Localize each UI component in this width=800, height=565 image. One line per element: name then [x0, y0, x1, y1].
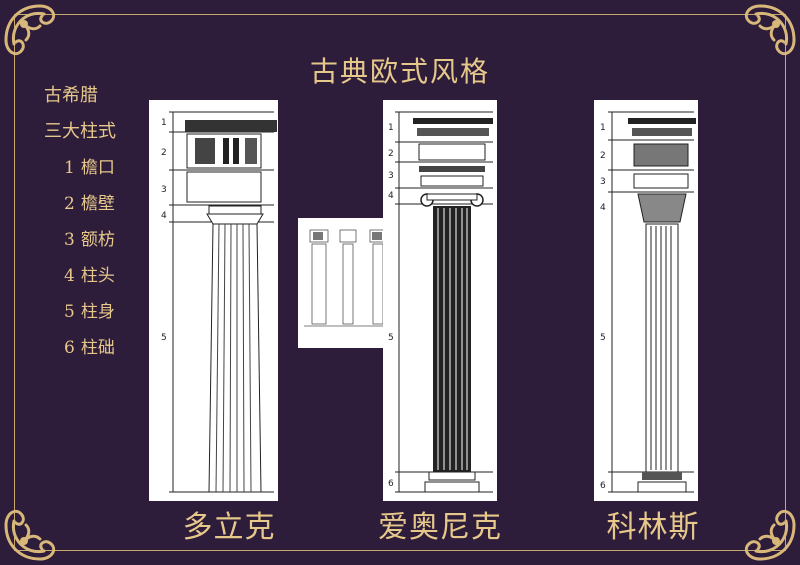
doric-column-drawing: 1 2 3 4 5 [149, 100, 278, 501]
svg-text:2: 2 [161, 148, 167, 158]
svg-text:4: 4 [161, 211, 167, 221]
svg-text:5: 5 [161, 333, 167, 343]
svg-text:1: 1 [600, 123, 606, 133]
caption-doric: 多立克 [182, 510, 276, 545]
svg-text:1: 1 [388, 123, 394, 133]
svg-text:1: 1 [161, 118, 167, 128]
svg-text:4: 4 [600, 203, 606, 213]
caption-corinthian: 科林斯 [606, 510, 700, 545]
legend-heading-1: 古希腊 [44, 85, 98, 106]
svg-text:3: 3 [600, 177, 606, 187]
svg-text:6: 6 [388, 479, 394, 489]
corinthian-column-drawing: 1 2 3 4 5 6 [594, 100, 698, 501]
svg-text:3: 3 [161, 185, 167, 195]
svg-text:5: 5 [600, 333, 606, 343]
ornament-corner-icon [720, 485, 800, 565]
ornament-corner-icon [0, 0, 80, 80]
svg-text:4: 4 [388, 191, 394, 201]
ornament-corner-icon [0, 485, 80, 565]
caption-ionic: 爱奥尼克 [378, 510, 502, 545]
ionic-column-drawing: 1 2 3 4 5 6 [383, 100, 497, 501]
svg-text:3: 3 [388, 171, 394, 181]
decorative-frame [14, 14, 786, 551]
ornament-corner-icon [720, 0, 800, 80]
legend-heading-2: 三大柱式 [44, 121, 116, 142]
reference-thumbnail [298, 218, 394, 348]
page-title: 古典欧式风格 [309, 55, 490, 88]
svg-text:2: 2 [600, 151, 606, 161]
svg-text:5: 5 [388, 333, 394, 343]
svg-text:6: 6 [600, 481, 606, 491]
svg-text:2: 2 [388, 149, 394, 159]
